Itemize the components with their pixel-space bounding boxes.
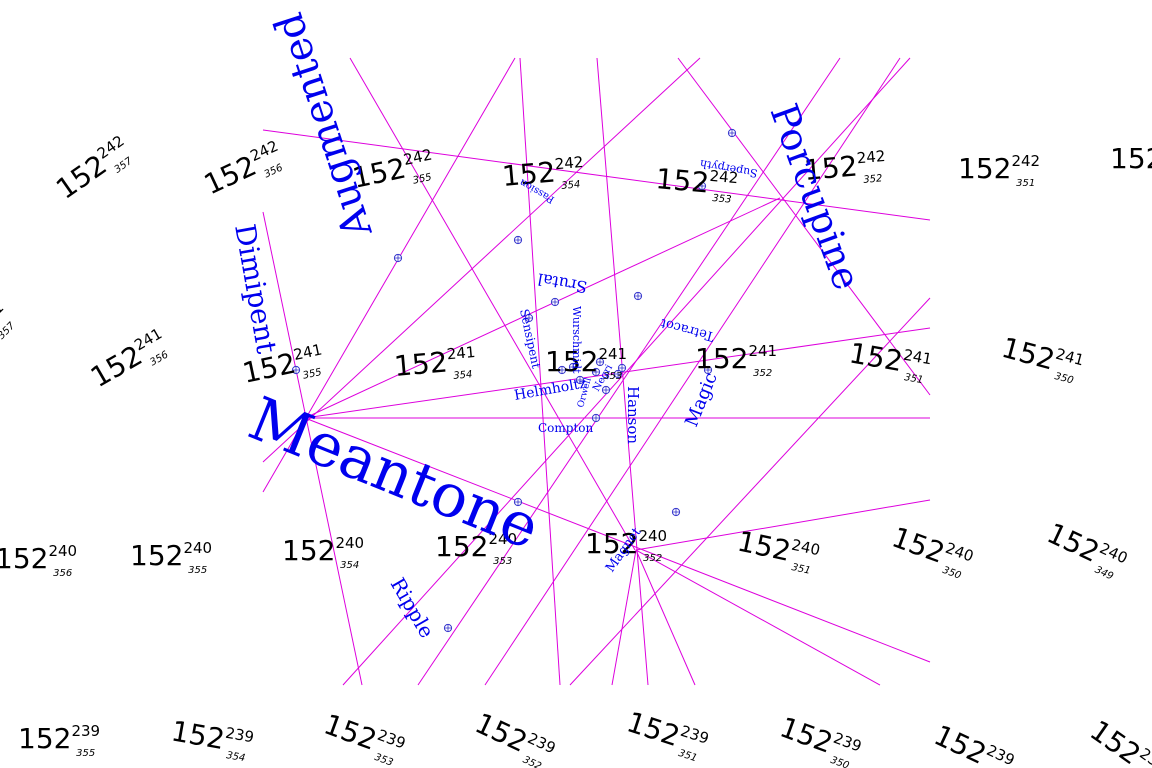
temperament-line — [569, 297, 931, 686]
comma-point — [703, 365, 713, 375]
temperament-line — [484, 57, 901, 686]
comma-point — [568, 362, 578, 372]
edo-label: 152241356 — [85, 324, 175, 397]
comma-point — [524, 313, 534, 323]
comma-point — [513, 497, 523, 507]
comma-point — [575, 375, 585, 385]
temperament-label-augmented: Augmented — [266, 7, 382, 244]
edo-label: 152241350 — [997, 331, 1086, 388]
edo-label: 152241354 — [393, 343, 478, 387]
temperament-label-wurschmidt: Wurschmidt — [570, 306, 583, 374]
edo-label: 152242350 — [1110, 142, 1152, 179]
edo-label: 152242352 — [803, 147, 888, 191]
comma-point — [443, 623, 453, 633]
edo-label: 152241351 — [846, 336, 933, 387]
edo-label: 152242356 — [199, 137, 289, 205]
comma-point — [513, 235, 523, 245]
temperament-line — [417, 57, 841, 686]
comma-point — [671, 507, 681, 517]
temperament-label-helmholtz: Helmholtz — [513, 375, 588, 403]
comma-point — [291, 365, 301, 375]
temperament-label-hanson: Hanson — [624, 386, 642, 444]
temperament-label-sensipent: Sensipent — [517, 308, 543, 370]
comma-point — [591, 367, 601, 377]
temperament-label-dimipent: Dimipent — [228, 221, 283, 356]
comma-point — [617, 363, 627, 373]
comma-point — [633, 291, 643, 301]
edo-label: 152242357 — [50, 132, 138, 209]
temperament-label-porcupine: Porcupine — [762, 98, 870, 296]
comma-point — [393, 253, 403, 263]
temperament-line — [342, 57, 911, 686]
edo-label: 152239354 — [168, 714, 255, 765]
comma-point — [613, 369, 623, 379]
edo-label: 152239348 — [1082, 714, 1152, 768]
comma-points — [291, 128, 737, 633]
temperament-line — [262, 211, 363, 686]
comma-point — [727, 128, 737, 138]
temperament-label-compton: Compton — [538, 421, 594, 435]
edo-label: 152239349 — [927, 718, 1017, 768]
temperament-line — [262, 57, 701, 463]
edo-label: 152239351 — [622, 705, 712, 766]
temperament-line — [262, 57, 516, 493]
edo-label: 152239350 — [774, 711, 864, 768]
temperament-line — [635, 499, 931, 551]
temperament-label-ripple: Ripple — [386, 574, 439, 643]
edo-label: 152239353 — [318, 708, 408, 768]
comma-point — [557, 365, 567, 375]
edo-label: 152241357 — [0, 299, 21, 383]
temperament-line — [635, 549, 881, 686]
temperament-line — [519, 57, 561, 686]
temperament-line — [611, 549, 637, 686]
edo-label: 152242353 — [654, 162, 739, 206]
edo-label: 152240351 — [734, 525, 822, 578]
temperament-line — [349, 57, 636, 551]
comma-point — [591, 413, 601, 423]
temperament-label-tetracot: Tetracot — [658, 315, 716, 344]
comma-point — [595, 357, 605, 367]
temperament-label-srutal: Srutal — [536, 269, 589, 296]
temperament-line — [262, 129, 931, 221]
edo-label: 152242354 — [501, 153, 586, 197]
temperament-line — [677, 57, 931, 396]
edo-label: 152240349 — [1040, 516, 1130, 584]
comma-point — [697, 181, 707, 191]
temperament-line — [635, 549, 696, 686]
edo-label: 152240350 — [886, 521, 976, 584]
comma-point — [550, 297, 560, 307]
temperament-line — [304, 197, 781, 419]
edo-label: 152239352 — [468, 706, 558, 768]
comma-point — [601, 385, 611, 395]
temperament-line — [304, 417, 931, 663]
